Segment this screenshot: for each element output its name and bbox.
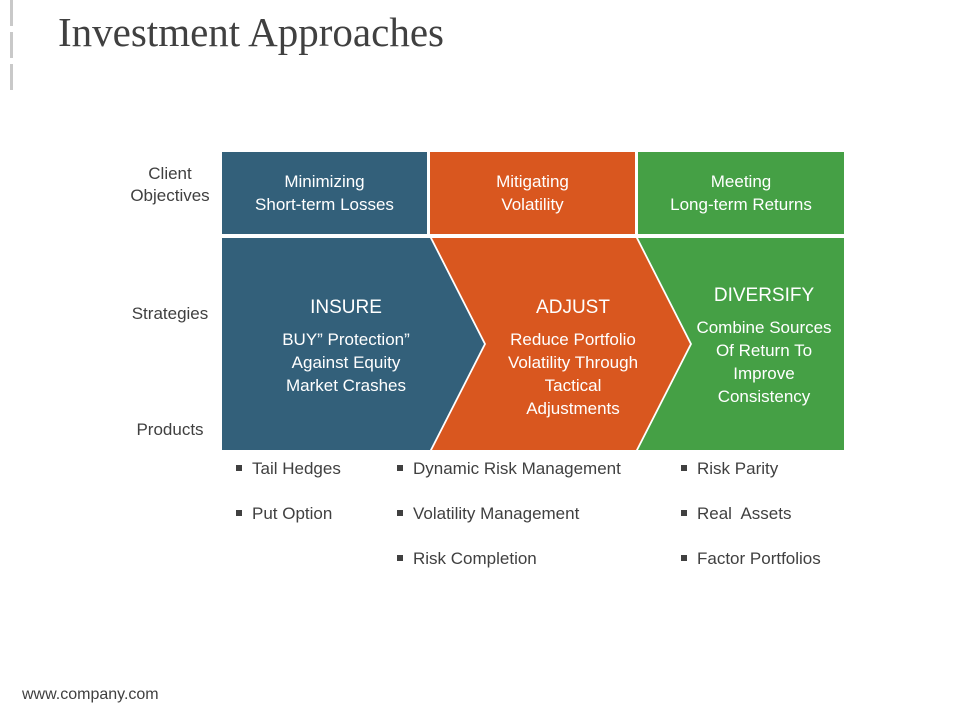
objective-text: Meeting (710, 172, 772, 191)
product-label: Tail Hedges (252, 459, 341, 478)
bullet-icon (397, 464, 403, 471)
product-item: Risk Completion (397, 549, 537, 569)
strategy-insure: INSURE BUY” Protection” Against Equity M… (246, 296, 446, 397)
product-item: Put Option (236, 504, 332, 524)
chevron-insure (222, 238, 484, 450)
strategy-line: Adjustments (526, 399, 620, 418)
strategy-adjust: ADJUST Reduce Portfolio Volatility Throu… (473, 296, 673, 420)
product-item: Volatility Management (397, 504, 579, 524)
product-label: Risk Completion (413, 549, 537, 568)
strategy-description: BUY” Protection” Against Equity Market C… (246, 328, 446, 397)
strategy-line: Volatility Through (507, 353, 639, 372)
objective-text: Volatility (501, 195, 564, 214)
strategy-diversify: DIVERSIFY Combine Sources Of Return To I… (664, 284, 864, 408)
product-label: Factor Portfolios (697, 549, 821, 568)
row-label-line: Client (148, 164, 192, 183)
strategy-description: Reduce Portfolio Volatility Through Tact… (473, 328, 673, 420)
product-label: Put Option (252, 504, 333, 523)
row-label-products: Products (136, 420, 204, 439)
product-item: Dynamic Risk Management (397, 459, 621, 479)
strategy-title: ADJUST (536, 297, 610, 318)
bullet-icon (681, 464, 687, 471)
strategy-line: Against Equity (291, 353, 401, 372)
slide-title: Investment Approaches (58, 9, 444, 55)
strategy-line: Combine Sources (696, 318, 832, 337)
strategy-line: Consistency (717, 387, 811, 406)
edge-decoration (10, 0, 13, 26)
product-item: Tail Hedges (236, 459, 341, 479)
bullet-icon (681, 509, 687, 516)
strategy-line: Tactical (544, 376, 602, 395)
strategy-line: Reduce Portfolio (510, 330, 636, 349)
strategy-line: BUY” Protection” (282, 330, 410, 349)
bullet-icon (397, 509, 403, 516)
chevron-adjust (432, 238, 690, 450)
strategy-line: Market Crashes (286, 376, 406, 395)
product-label: Volatility Management (413, 504, 580, 523)
product-label: Risk Parity (697, 459, 779, 478)
strategy-line: Improve (733, 364, 795, 383)
objective-box-meeting: Meeting Long-term Returns (638, 152, 844, 234)
strategy-line: Of Return To (715, 341, 813, 360)
strategy-title: DIVERSIFY (713, 285, 815, 306)
objective-text: Minimizing (284, 172, 365, 191)
objective-text: Mitigating (496, 172, 569, 191)
bullet-icon (397, 554, 403, 561)
edge-decoration (10, 64, 13, 90)
objective-text: Long-term Returns (670, 195, 812, 214)
row-label-line: Objectives (130, 186, 210, 205)
objective-box-mitigating: Mitigating Volatility (430, 152, 635, 234)
product-label: Dynamic Risk Management (413, 459, 621, 478)
objective-text: Short-term Losses (255, 195, 394, 214)
bullet-icon (681, 554, 687, 561)
row-label-strategies: Strategies (131, 304, 209, 323)
objective-box-minimizing: Minimizing Short-term Losses (222, 152, 427, 234)
chevron-diversify (638, 238, 844, 450)
edge-decoration (10, 32, 13, 58)
strategy-description: Combine Sources Of Return To Improve Con… (664, 316, 864, 408)
bullet-icon (236, 509, 242, 516)
strategy-title: INSURE (310, 297, 382, 318)
footer-url: www.company.com (22, 686, 159, 703)
product-item: Real Assets (681, 504, 792, 524)
row-label-client-objectives: Client Objectives (110, 163, 230, 207)
product-label: Real Assets (697, 504, 792, 523)
bullet-icon (236, 464, 242, 471)
product-item: Risk Parity (681, 459, 778, 479)
product-item: Factor Portfolios (681, 549, 821, 569)
